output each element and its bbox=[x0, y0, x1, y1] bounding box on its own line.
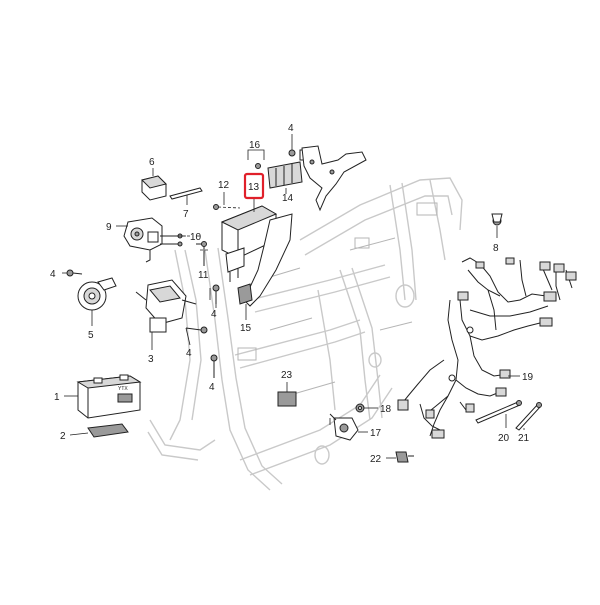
callout-1[interactable]: 1 bbox=[54, 392, 60, 403]
ecu-module bbox=[220, 205, 278, 282]
callout-4c[interactable]: 4 bbox=[211, 309, 217, 320]
long-bolt-21 bbox=[515, 402, 542, 431]
relay bbox=[141, 175, 167, 201]
callout-16[interactable]: 16 bbox=[249, 140, 261, 151]
horn bbox=[77, 277, 117, 311]
callout-2[interactable]: 2 bbox=[60, 431, 66, 442]
callout-8[interactable]: 8 bbox=[493, 243, 499, 254]
connector-strip bbox=[267, 161, 303, 189]
rod bbox=[169, 187, 203, 200]
callout-17[interactable]: 17 bbox=[370, 428, 382, 439]
long-bolt-20 bbox=[475, 400, 522, 424]
callout-10[interactable]: 10 bbox=[190, 232, 202, 243]
bolt-4c bbox=[212, 284, 220, 304]
callout-19[interactable]: 19 bbox=[522, 372, 534, 383]
clamp-22 bbox=[395, 451, 414, 463]
callout-7[interactable]: 7 bbox=[183, 209, 189, 220]
bolt-18 bbox=[355, 403, 365, 413]
bolt-12 bbox=[213, 192, 241, 210]
battery-label: YTX bbox=[118, 386, 128, 392]
scooter-frame bbox=[147, 177, 463, 491]
regulator bbox=[135, 279, 197, 333]
callout-18[interactable]: 18 bbox=[380, 404, 392, 415]
battery: YTX bbox=[76, 374, 142, 419]
callout-6[interactable]: 6 bbox=[149, 157, 155, 168]
callout-12[interactable]: 12 bbox=[218, 180, 230, 191]
label-plate bbox=[277, 391, 297, 407]
callout-9[interactable]: 9 bbox=[106, 222, 112, 233]
side-stand-sensor bbox=[329, 413, 359, 441]
battery-pad bbox=[87, 423, 129, 438]
callout-4b[interactable]: 4 bbox=[288, 123, 294, 134]
bolt-4d bbox=[185, 326, 208, 334]
callout-21[interactable]: 21 bbox=[518, 433, 530, 444]
callout-20[interactable]: 20 bbox=[498, 433, 510, 444]
highlight-box-13 bbox=[243, 172, 265, 200]
ignition-switch bbox=[123, 217, 163, 263]
callout-15[interactable]: 15 bbox=[240, 323, 252, 334]
callout-14[interactable]: 14 bbox=[282, 193, 294, 204]
callout-13[interactable]: 13 bbox=[248, 182, 260, 193]
callout-11[interactable]: 11 bbox=[198, 270, 209, 281]
upper-bracket bbox=[301, 145, 367, 212]
sensor bbox=[491, 213, 503, 226]
wiring-harness bbox=[397, 257, 577, 439]
bracket-15 bbox=[237, 213, 293, 307]
callout-3[interactable]: 3 bbox=[148, 354, 154, 365]
clip-16 bbox=[247, 149, 265, 169]
callout-22[interactable]: 22 bbox=[370, 454, 382, 465]
callout-4e[interactable]: 4 bbox=[209, 382, 215, 393]
callout-5[interactable]: 5 bbox=[88, 330, 94, 341]
bolt-4a bbox=[66, 269, 83, 277]
screw-11 bbox=[196, 241, 207, 266]
callout-4a[interactable]: 4 bbox=[50, 269, 56, 280]
callout-23[interactable]: 23 bbox=[281, 370, 293, 381]
callout-4d[interactable]: 4 bbox=[186, 348, 192, 359]
bolt-4e bbox=[210, 354, 218, 378]
